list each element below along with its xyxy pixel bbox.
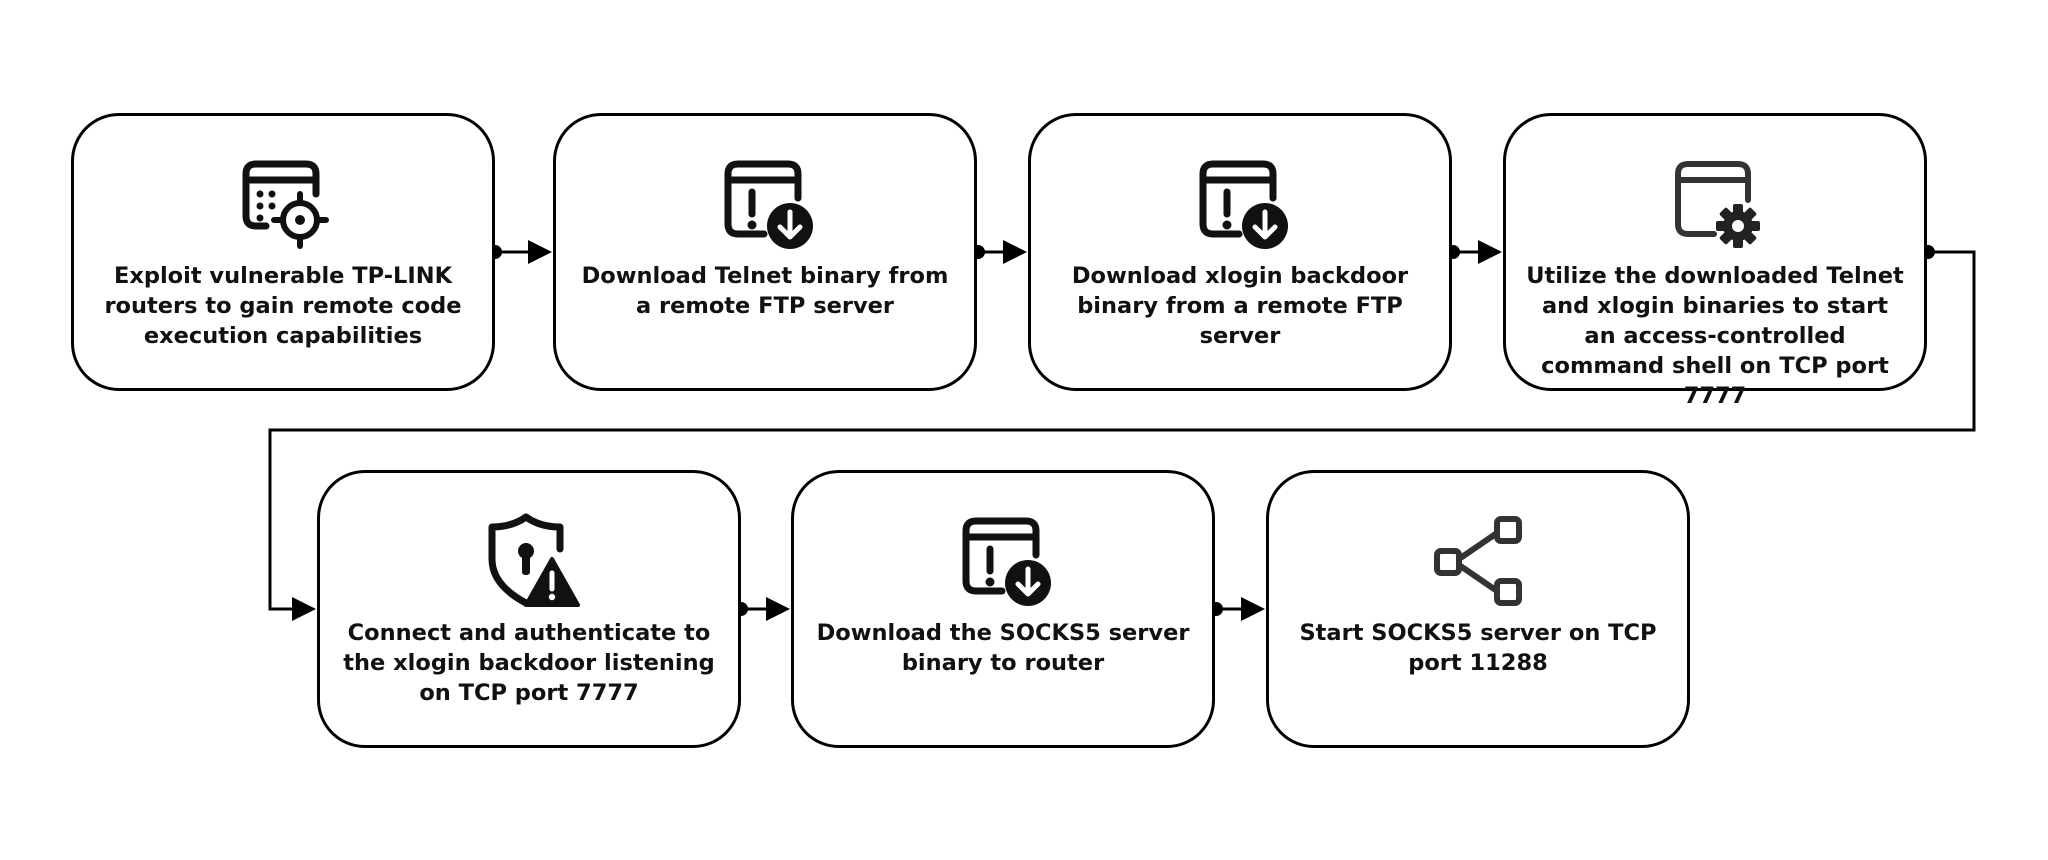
step-label: Download Telnet binary from a remote FTP…	[581, 263, 949, 319]
connector-6-7	[1209, 597, 1265, 621]
step-label: Download xlogin backdoor binary from a r…	[1071, 263, 1409, 349]
network-share-icon	[1431, 511, 1531, 611]
browser-download-icon	[718, 154, 818, 254]
step-5-connect-backdoor: Connect and authenticate to the xlogin b…	[317, 470, 741, 748]
step-1-exploit: Exploit vulnerable TP-LINK routers to ga…	[71, 113, 495, 391]
browser-target-icon	[236, 154, 336, 254]
step-7-start-socks5: Start SOCKS5 server on TCP port 11288	[1266, 470, 1690, 748]
step-label: Exploit vulnerable TP-LINK routers to ga…	[104, 263, 462, 349]
step-4-start-shell: Utilize the downloaded Telnet and xlogin…	[1503, 113, 1927, 409]
browser-download-icon	[956, 511, 1056, 611]
step-label: Start SOCKS5 server on TCP port 11288	[1299, 620, 1657, 676]
browser-gear-icon	[1668, 154, 1768, 254]
step-2-download-telnet: Download Telnet binary from a remote FTP…	[553, 113, 977, 391]
shield-lock-warning-icon	[482, 511, 582, 611]
connector-1-2	[488, 240, 552, 264]
connector-5-6	[734, 597, 790, 621]
step-label: Utilize the downloaded Telnet and xlogin…	[1526, 263, 1904, 409]
connector-2-3	[971, 240, 1027, 264]
step-label: Connect and authenticate to the xlogin b…	[343, 620, 715, 706]
step-6-download-socks5: Download the SOCKS5 server binary to rou…	[791, 470, 1215, 748]
step-label: Download the SOCKS5 server binary to rou…	[816, 620, 1190, 676]
browser-download-icon	[1193, 154, 1293, 254]
step-3-download-xlogin: Download xlogin backdoor binary from a r…	[1028, 113, 1452, 391]
connector-3-4	[1446, 240, 1502, 264]
